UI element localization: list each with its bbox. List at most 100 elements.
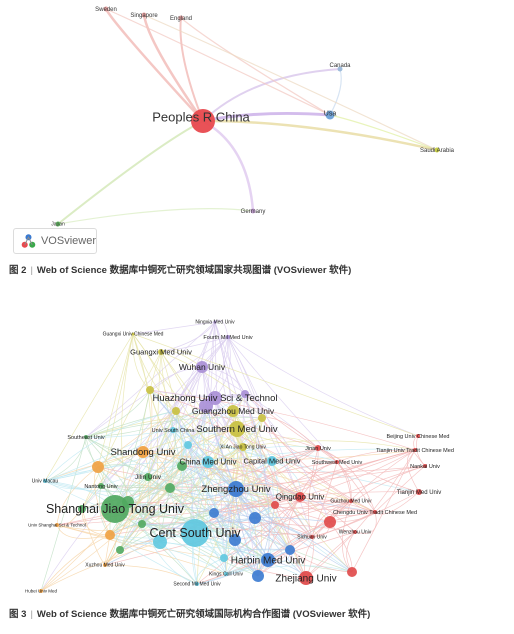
node-ningxia-med-univ[interactable] — [213, 320, 217, 324]
node-sweden[interactable] — [103, 6, 109, 12]
label-univ-shanghai-sci-technol: Univ Shanghai Sci & Technol — [28, 523, 86, 528]
node-chengdu-univ-tradit-chinese-med[interactable] — [373, 510, 377, 514]
node-univ-shanghai-sci-technol[interactable] — [55, 523, 59, 527]
node-guangxi-univ-chinese-med[interactable] — [131, 332, 135, 336]
node-shanghai-jiao-tong-univ[interactable] — [101, 495, 129, 523]
node-wenzhou-univ[interactable] — [353, 530, 357, 534]
node-huazhong-univ-sci-technol[interactable] — [208, 391, 222, 405]
collab-link — [223, 504, 276, 559]
collab-link — [225, 504, 276, 575]
label-harbin-med-univ: Harbin Med Univ — [231, 555, 305, 566]
node-unlabeled[interactable] — [241, 390, 249, 398]
collab-link — [317, 447, 352, 502]
node-unlabeled[interactable] — [177, 461, 187, 471]
node-xi-an-jiao-tong-univ[interactable] — [239, 443, 247, 451]
label-univ-macau: Univ Macau — [32, 479, 59, 485]
node-unlabeled[interactable] — [92, 461, 104, 473]
node-beijing-univ-chinese-med[interactable] — [416, 434, 420, 438]
node-unlabeled[interactable] — [220, 554, 228, 562]
node-unlabeled[interactable] — [258, 414, 266, 422]
node-unlabeled[interactable] — [116, 546, 124, 554]
collab-link — [244, 393, 313, 538]
node-hubei-univ-med[interactable] — [39, 589, 43, 593]
node-unlabeled[interactable] — [324, 516, 336, 528]
node-guangxi-med-univ[interactable] — [158, 349, 164, 355]
collab-link — [149, 389, 183, 467]
node-unlabeled[interactable] — [252, 570, 264, 582]
node-unlabeled[interactable] — [249, 512, 261, 524]
node-unlabeled[interactable] — [153, 535, 167, 549]
node-unlabeled[interactable] — [172, 407, 180, 415]
label-ningxia-med-univ: Ningxia Med Univ — [195, 320, 235, 326]
node-peoples-r-china[interactable] — [191, 109, 215, 133]
node-guizhou-med-univ[interactable] — [349, 499, 353, 503]
collab-link — [109, 534, 227, 575]
node-sichuan-univ[interactable] — [310, 535, 314, 539]
node-unlabeled[interactable] — [146, 386, 154, 394]
label-fourth-mil-med-univ: Fourth Mil Med Univ — [203, 335, 252, 341]
node-germany[interactable] — [250, 208, 256, 214]
node-southeast-univ[interactable] — [84, 435, 88, 439]
collab-link — [132, 321, 216, 335]
collab-link — [81, 504, 256, 519]
node-jinan-univ[interactable] — [315, 445, 321, 451]
node-unlabeled[interactable] — [285, 545, 295, 555]
collab-link — [374, 491, 420, 515]
node-qingdao-univ[interactable] — [295, 492, 305, 502]
node-unlabeled[interactable] — [199, 399, 213, 413]
collab-link — [141, 523, 198, 585]
label-beijing-univ-chinese-med: Beijing Univ Chinese Med — [387, 434, 450, 440]
node-wuhan-univ[interactable] — [196, 361, 208, 373]
node-unlabeled[interactable] — [229, 534, 241, 546]
node-capital-med-univ[interactable] — [267, 456, 277, 466]
collab-link — [160, 351, 177, 412]
collab-link — [354, 511, 377, 534]
node-unlabeled[interactable] — [184, 441, 192, 449]
node-southwest-med-univ[interactable] — [335, 460, 339, 464]
node-zhengzhou-univ[interactable] — [228, 481, 244, 497]
collab-link — [175, 410, 276, 506]
node-unlabeled[interactable] — [165, 483, 175, 493]
node-kings-coll-univ[interactable] — [224, 572, 228, 576]
collab-link — [196, 500, 352, 585]
link-china-singapore — [142, 13, 205, 123]
node-unlabeled[interactable] — [209, 508, 219, 518]
node-zhejiang-univ[interactable] — [299, 571, 313, 585]
collab-link — [227, 336, 263, 419]
collab-link — [85, 429, 174, 438]
node-guangzhou-med-univ[interactable] — [227, 405, 239, 417]
collab-link — [225, 521, 331, 575]
node-nantong-univ[interactable] — [98, 483, 104, 489]
node-england[interactable] — [178, 15, 184, 21]
node-singapore[interactable] — [141, 12, 147, 18]
node-univ-macau[interactable] — [43, 479, 47, 483]
node-unlabeled[interactable] — [78, 505, 86, 513]
node-unlabeled[interactable] — [105, 530, 115, 540]
node-unlabeled[interactable] — [347, 567, 357, 577]
node-shandong-univ[interactable] — [137, 446, 149, 458]
node-univ-south-china[interactable] — [170, 427, 176, 433]
node-tianjin-univ-tradit-chinese-med[interactable] — [413, 448, 417, 452]
collab-link — [127, 501, 376, 513]
node-canada[interactable] — [337, 66, 343, 72]
node-unlabeled[interactable] — [138, 520, 146, 528]
collab-link — [56, 524, 225, 559]
node-tianjin-med-univ[interactable] — [416, 489, 422, 495]
label-southeast-univ: Southeast Univ — [67, 435, 105, 441]
node-saudi-arabia[interactable] — [434, 147, 440, 153]
node-china-med-univ[interactable] — [202, 456, 214, 468]
node-cent-south-univ[interactable] — [181, 519, 209, 547]
node-second-mil-med-univ[interactable] — [195, 582, 199, 586]
node-unlabeled[interactable] — [271, 501, 279, 509]
node-harbin-med-univ[interactable] — [261, 553, 275, 567]
collab-link — [336, 449, 416, 463]
collab-link — [44, 461, 209, 482]
node-fourth-mil-med-univ[interactable] — [226, 335, 230, 339]
node-xuzhou-med-univ[interactable] — [103, 563, 107, 567]
node-japan[interactable] — [55, 221, 61, 227]
node-usa[interactable] — [325, 110, 335, 120]
node-southern-med-univ[interactable] — [229, 421, 245, 437]
node-jilin-univ[interactable] — [144, 473, 152, 481]
collab-link — [142, 451, 352, 502]
node-nankai-univ[interactable] — [423, 464, 427, 468]
